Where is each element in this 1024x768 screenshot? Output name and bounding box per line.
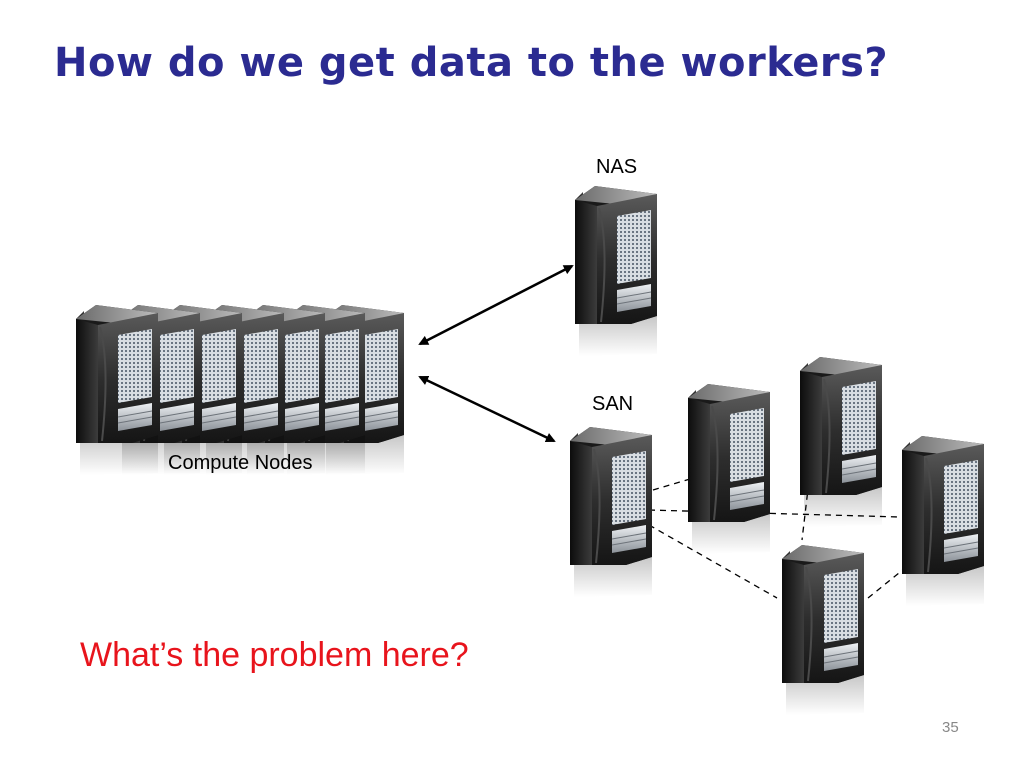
san-label: SAN [592, 393, 634, 415]
page-number: 35 [942, 719, 959, 736]
compute-nodes-label: Compute Nodes [168, 452, 313, 474]
server-icon [75, 304, 159, 476]
compute-node-cluster [75, 304, 405, 476]
question-text: What’s the problem here? [80, 636, 469, 674]
server-icon [799, 356, 883, 528]
nas-arrow [418, 264, 574, 346]
slide-title: How do we get data to the workers? [54, 40, 889, 86]
nas-label: NAS [596, 156, 638, 178]
server-icon [687, 383, 771, 555]
server-icon [901, 435, 985, 607]
nas-server-icon [574, 185, 658, 357]
server-icon [781, 544, 865, 716]
server-icon [569, 426, 653, 598]
san-arrow [418, 375, 556, 443]
